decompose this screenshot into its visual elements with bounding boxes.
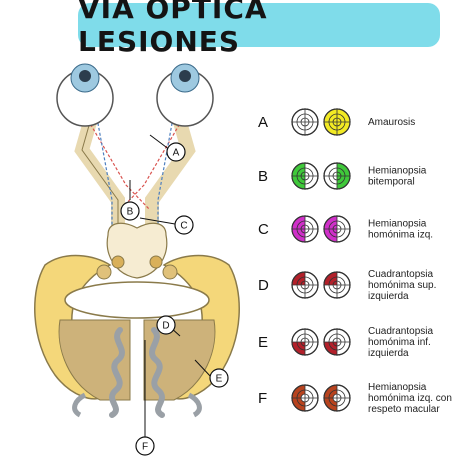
brain-lobes bbox=[34, 254, 240, 401]
lesion-description-line: homónima izq. con bbox=[368, 393, 452, 404]
lesion-description-line: homónima sup. bbox=[368, 280, 436, 291]
right-eye-field-icon bbox=[323, 271, 351, 299]
callout-b: B bbox=[120, 201, 140, 221]
eyeballs bbox=[56, 63, 214, 127]
left-eye-field-icon bbox=[291, 162, 319, 190]
callout-f: F bbox=[135, 436, 155, 456]
lesion-description-line: Hemianopsia bbox=[368, 219, 427, 230]
callout-text: E bbox=[216, 374, 223, 385]
lesion-description-line: Cuadrantopsia bbox=[368, 326, 433, 337]
lesion-description-line: homónima izq. bbox=[368, 230, 433, 241]
lesion-row-a: A Amaurosis bbox=[258, 108, 415, 136]
left-eye-field-icon bbox=[291, 384, 319, 412]
lesion-letter: D bbox=[258, 277, 269, 294]
lesion-description-line: Hemianopsia bbox=[368, 382, 427, 393]
lesion-description-line: Amaurosis bbox=[368, 117, 415, 128]
callout-text: B bbox=[127, 207, 134, 218]
lesion-letter: F bbox=[258, 390, 267, 407]
cortex-ridges bbox=[72, 327, 202, 418]
callout-text: C bbox=[180, 221, 187, 232]
right-eye-field-icon bbox=[323, 215, 351, 243]
lesion-letter: B bbox=[258, 168, 268, 185]
lesion-description-line: Cuadrantopsia bbox=[368, 269, 433, 280]
right-eye-field-icon bbox=[323, 384, 351, 412]
callout-c: C bbox=[174, 215, 194, 235]
lesion-description-line: bitemporal bbox=[368, 177, 415, 188]
right-eye-field-icon bbox=[323, 162, 351, 190]
callout-a: A bbox=[166, 142, 186, 162]
title-banner: VÍA ÓPTICA LESIONES bbox=[78, 0, 440, 58]
lesion-letter: A bbox=[258, 114, 268, 131]
thalamus bbox=[96, 222, 178, 280]
lesion-description-line: homónima inf. bbox=[368, 337, 431, 348]
callout-text: D bbox=[162, 321, 169, 332]
lesion-description-line: Hemianopsia bbox=[368, 166, 427, 177]
lesion-description-line: izquierda bbox=[368, 348, 409, 359]
left-eye-field-icon bbox=[291, 328, 319, 356]
lesion-description-line: respeto macular bbox=[368, 404, 440, 415]
page-title: VÍA ÓPTICA LESIONES bbox=[78, 0, 268, 58]
right-eye-field-icon bbox=[323, 328, 351, 356]
lesion-letter: C bbox=[258, 221, 269, 238]
left-eye-field-icon bbox=[291, 215, 319, 243]
lesion-letter: E bbox=[258, 334, 268, 351]
left-eye-field-icon bbox=[291, 271, 319, 299]
callout-text: A bbox=[173, 148, 180, 159]
callout-labels: A B C D E F bbox=[120, 142, 229, 456]
right-eye-field-icon bbox=[323, 108, 351, 136]
left-eye-field-icon bbox=[291, 108, 319, 136]
callout-text: F bbox=[142, 442, 148, 453]
callout-d: D bbox=[156, 315, 176, 335]
callout-e: E bbox=[209, 368, 229, 388]
lesion-description-line: izquierda bbox=[368, 291, 409, 302]
